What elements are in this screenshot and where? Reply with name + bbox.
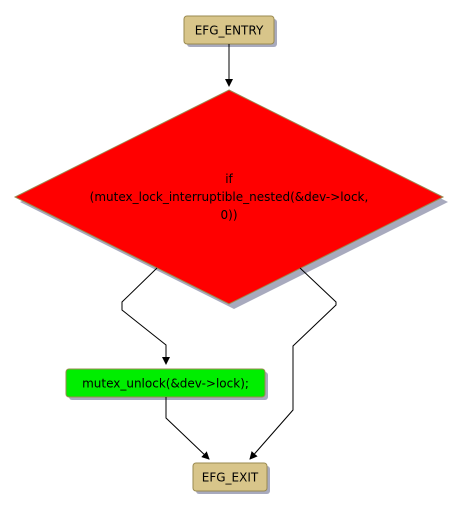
unlock-node-label: mutex_unlock(&dev->lock); xyxy=(82,377,249,391)
condition-label-line-1: if xyxy=(225,172,233,186)
edge-unlock-to-exit xyxy=(165,397,210,460)
edge-condition-to-unlock xyxy=(121,267,170,365)
exit-node-label: EFG_EXIT xyxy=(202,471,259,485)
condition-node: if (mutex_lock_interruptible_nested(&dev… xyxy=(13,89,448,309)
edge-condition-to-exit xyxy=(249,267,337,460)
exit-node: EFG_EXIT xyxy=(192,462,270,494)
unlock-node: mutex_unlock(&dev->lock); xyxy=(65,368,268,400)
exit-node-box xyxy=(192,462,268,492)
condition-label-line-2: (mutex_lock_interruptible_nested(&dev->l… xyxy=(90,190,369,204)
entry-node-label: EFG_ENTRY xyxy=(195,24,264,38)
entry-node: EFG_ENTRY xyxy=(183,15,277,47)
condition-label-line-3: 0)) xyxy=(221,208,238,222)
condition-node-diamond xyxy=(13,89,445,305)
